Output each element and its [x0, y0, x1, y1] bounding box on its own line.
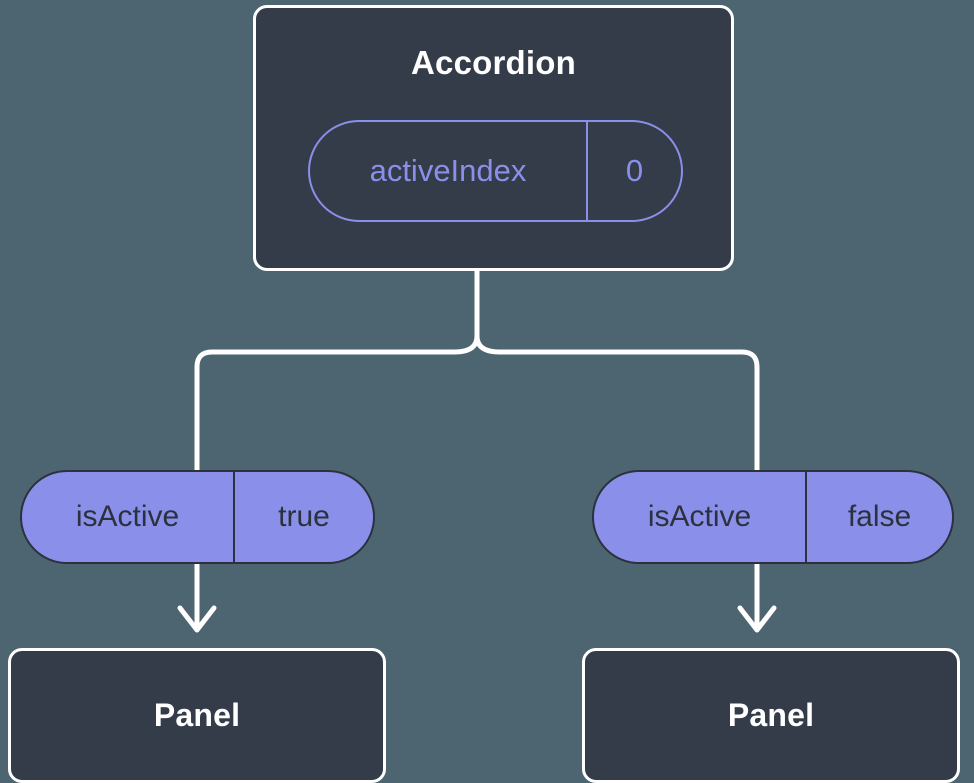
prop-pill-is-active-left-value: true: [278, 500, 330, 533]
prop-pill-is-active-left-key: isActive: [22, 472, 235, 562]
prop-pill-is-active-right[interactable]: isActive false: [592, 470, 954, 564]
connector-root-to-right-branch: [474, 268, 760, 473]
prop-pill-is-active-right-key: isActive: [594, 472, 807, 562]
node-panel-right-title: Panel: [727, 697, 815, 733]
prop-pill-active-index-value: 0: [625, 153, 644, 188]
arrow-head-left: [177, 605, 217, 633]
arrow-head-right: [737, 605, 777, 633]
prop-pill-active-index[interactable]: activeIndex 0: [308, 120, 683, 222]
node-accordion-title: Accordion: [411, 44, 576, 81]
prop-pill-active-index-key: activeIndex: [310, 122, 588, 220]
prop-pill-is-active-left[interactable]: isActive true: [20, 470, 375, 564]
connector-root-to-left-branch: [194, 268, 480, 473]
node-panel-right[interactable]: Panel: [582, 648, 960, 783]
node-panel-left-title: Panel: [153, 697, 241, 733]
node-panel-left[interactable]: Panel: [8, 648, 386, 783]
prop-pill-is-active-right-value: false: [847, 500, 912, 533]
